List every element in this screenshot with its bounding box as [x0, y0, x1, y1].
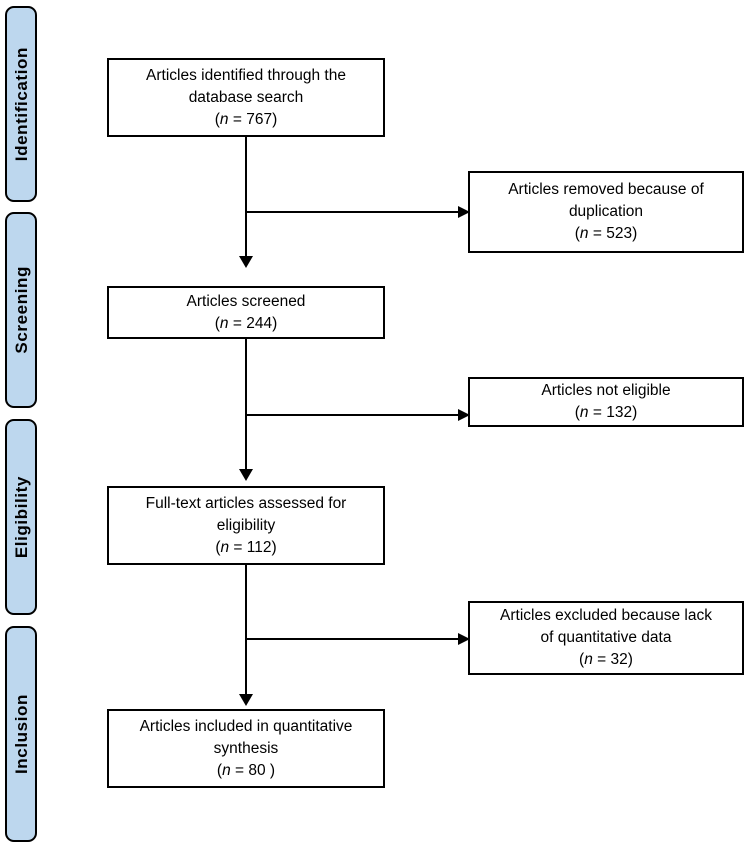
phase-bar-identification: Identification — [5, 6, 37, 202]
box-articles-included-count: (n = 80 ) — [216, 761, 276, 779]
phase-label-identification: Identification — [11, 46, 31, 162]
connector-line-screened-to-fulltext — [245, 339, 247, 470]
n-symbol: n — [222, 761, 231, 779]
box-excluded-lack-quantitative-line1: Articles excluded because lack — [500, 607, 712, 624]
arrowhead-into-screened — [239, 256, 253, 268]
n-symbol: n — [584, 651, 593, 668]
box-not-eligible-text: Articles not eligible (n = 132) — [535, 380, 676, 424]
box-excluded-lack-quantitative-count: (n = 32) — [579, 651, 633, 668]
box-articles-screened-text: Articles screened (n = 244) — [181, 291, 312, 335]
box-not-eligible-line1: Articles not eligible — [541, 382, 671, 399]
phase-bar-eligibility: Eligibility — [5, 419, 37, 615]
box-not-eligible: Articles not eligible (n = 132) — [468, 377, 744, 427]
phase-label-inclusion: Inclusion — [11, 693, 31, 775]
arrowhead-into-included — [239, 694, 253, 706]
connector-line-to-not-eligible — [246, 414, 461, 416]
box-removed-duplication-count: (n = 523) — [574, 225, 638, 242]
phase-bar-screening: Screening — [5, 212, 37, 408]
connector-line-fulltext-to-included — [245, 565, 247, 695]
n-symbol: n — [219, 314, 229, 332]
box-articles-identified-line2: database search — [188, 88, 304, 106]
box-articles-identified-line1: Articles identified through the — [146, 66, 346, 84]
n-symbol: n — [579, 225, 589, 242]
n-symbol: n — [219, 110, 229, 128]
n-symbol: n — [579, 404, 589, 421]
box-removed-duplication: Articles removed because of duplication … — [468, 171, 744, 253]
phase-label-eligibility: Eligibility — [11, 475, 31, 559]
arrowhead-into-excluded-lack-quantitative — [458, 633, 470, 645]
box-articles-screened-count: (n = 244) — [214, 314, 278, 332]
phase-bar-inclusion: Inclusion — [5, 626, 37, 842]
arrowhead-into-not-eligible — [458, 409, 470, 421]
box-fulltext-assessed-line2: eligibility — [216, 516, 276, 534]
connector-line-identified-to-screened — [245, 136, 247, 258]
box-excluded-lack-quantitative-text: Articles excluded because lack of quanti… — [494, 605, 718, 671]
box-articles-included-text: Articles included in quantitative synthe… — [134, 716, 359, 782]
box-articles-included-line2: synthesis — [213, 739, 279, 757]
box-removed-duplication-text: Articles removed because of duplication … — [502, 179, 710, 245]
box-fulltext-assessed-count: (n = 112) — [215, 538, 277, 556]
box-articles-included: Articles included in quantitative synthe… — [107, 709, 385, 788]
box-articles-screened-line1: Articles screened — [186, 292, 306, 310]
box-fulltext-assessed-line1: Full-text articles assessed for — [145, 494, 347, 512]
connector-line-to-removed-duplication — [246, 211, 461, 213]
connector-line-to-excluded-lack-quantitative — [246, 638, 461, 640]
box-fulltext-assessed-text: Full-text articles assessed for eligibil… — [140, 493, 353, 559]
n-symbol: n — [220, 538, 230, 556]
box-articles-identified: Articles identified through the database… — [107, 58, 385, 137]
box-articles-included-line1: Articles included in quantitative — [139, 717, 353, 735]
box-removed-duplication-line1: Articles removed because of — [508, 181, 704, 198]
box-articles-identified-count: (n = 767) — [214, 110, 278, 128]
box-removed-duplication-line2: duplication — [568, 203, 644, 220]
box-excluded-lack-quantitative-line2: of quantitative data — [540, 629, 672, 646]
box-not-eligible-count: (n = 132) — [574, 404, 638, 421]
box-articles-identified-text: Articles identified through the database… — [140, 65, 352, 131]
box-excluded-lack-quantitative: Articles excluded because lack of quanti… — [468, 601, 744, 675]
box-fulltext-assessed: Full-text articles assessed for eligibil… — [107, 486, 385, 565]
arrowhead-into-fulltext — [239, 469, 253, 481]
phase-label-screening: Screening — [11, 266, 31, 354]
arrowhead-into-removed-duplication — [458, 206, 470, 218]
box-articles-screened: Articles screened (n = 244) — [107, 286, 385, 339]
